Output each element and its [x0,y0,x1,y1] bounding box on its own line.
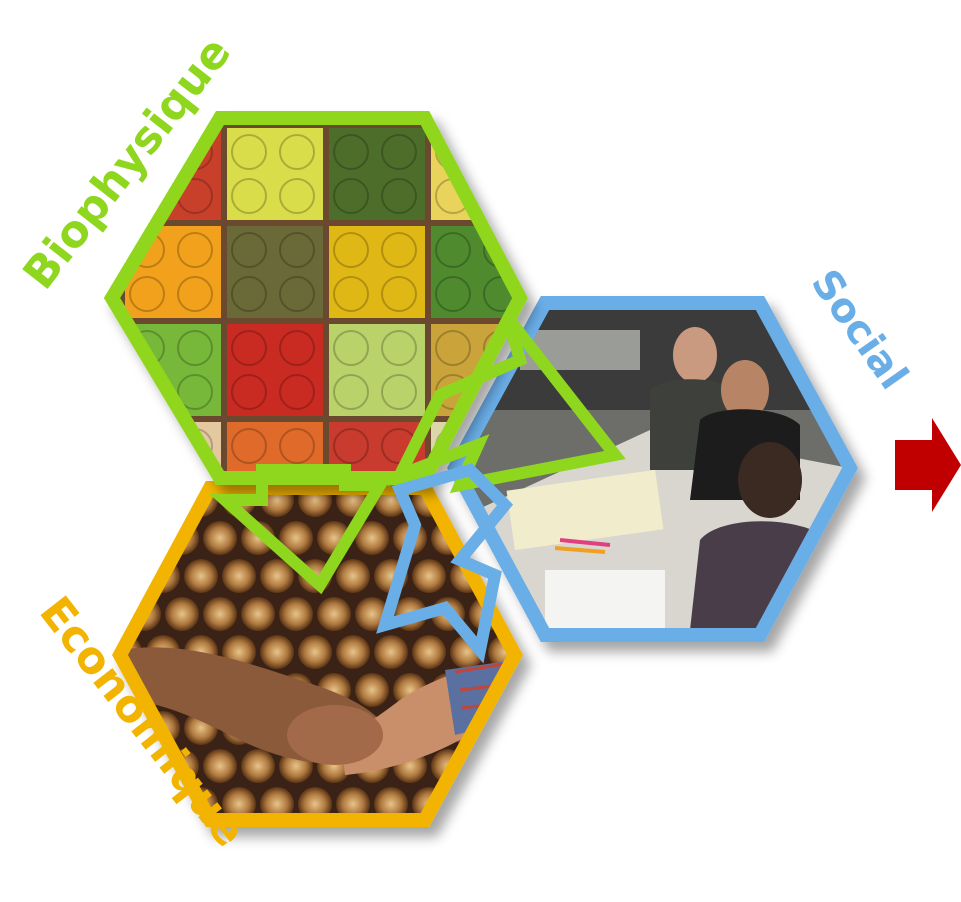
log-end [374,635,408,669]
produce-item [177,232,213,268]
produce-item [177,374,213,410]
log-end [241,749,275,783]
log-end [412,559,446,593]
produce-item [333,330,369,366]
log-end [260,559,294,593]
log-end [127,521,161,555]
log-end [507,673,515,707]
produce-item [231,134,267,170]
produce-item [333,232,369,268]
log-end [298,787,332,820]
produce-item [231,374,267,410]
log-end [336,787,370,820]
produce-item [231,428,267,464]
produce-item [129,472,165,478]
produce-item [231,178,267,214]
produce-item [279,428,315,464]
log-end [488,787,515,820]
produce-item [483,178,519,214]
log-end [222,559,256,593]
produce-item [279,232,315,268]
log-end [412,635,446,669]
produce-item [381,330,417,366]
log-end [165,597,199,631]
log-end [184,559,218,593]
log-end [120,787,142,820]
produce-item [381,232,417,268]
produce-item [279,134,315,170]
log-end [260,635,294,669]
produce-item [279,178,315,214]
log-end [336,635,370,669]
produce-item [381,276,417,312]
arrow-biophysique-to-social [387,314,626,494]
produce-item [231,276,267,312]
arrow-social-to-economique [376,463,514,664]
produce-item [333,276,369,312]
log-end [222,787,256,820]
produce-item [435,232,471,268]
produce-item [381,134,417,170]
meeting-participants-image [650,327,835,630]
outgoing-arrow-icon [895,418,961,512]
arrow-biophysique-to-economique [209,464,391,595]
log-end [120,488,142,517]
log-end [260,787,294,820]
produce-item [381,178,417,214]
produce-item [381,374,417,410]
produce-item [129,428,165,464]
log-end [203,597,237,631]
produce-item [333,374,369,410]
produce-item [483,134,519,170]
produce-item [177,276,213,312]
produce-item [129,276,165,312]
produce-item [231,232,267,268]
produce-item [279,276,315,312]
produce-item [279,374,315,410]
produce-item [231,330,267,366]
produce-item [333,428,369,464]
social-label: Social [802,261,917,397]
log-end [298,635,332,669]
produce-item [279,330,315,366]
log-end [336,559,370,593]
log-end [317,597,351,631]
log-end [374,787,408,820]
produce-item [177,330,213,366]
log-end [355,521,389,555]
log-end [120,559,142,593]
produce-item [333,178,369,214]
log-end [355,673,389,707]
log-end [469,749,503,783]
log-end [241,597,275,631]
log-end [507,749,515,783]
log-end [488,711,515,745]
log-end [450,787,484,820]
log-end [203,521,237,555]
log-end [203,749,237,783]
produce-item [435,276,471,312]
log-end [146,488,180,517]
produce-item [333,134,369,170]
produce-item [435,330,471,366]
log-end [279,521,313,555]
log-end [279,597,313,631]
